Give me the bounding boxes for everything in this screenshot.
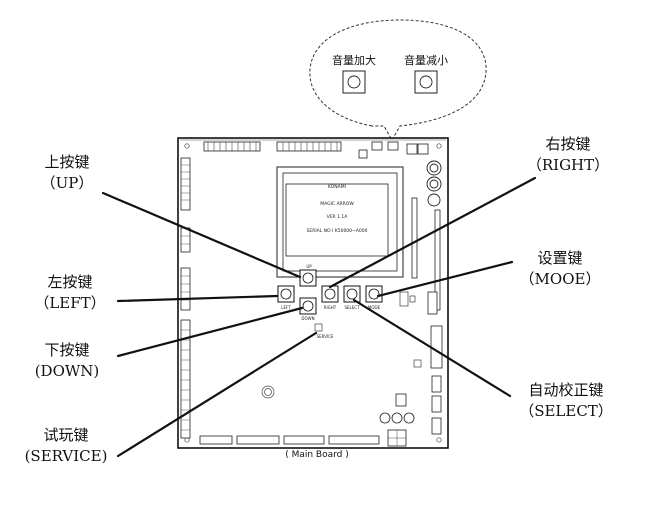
- callout-down-cn: 下按键: [44, 341, 90, 359]
- callout-left: 左按键 （LEFT）: [22, 272, 118, 314]
- leader-up: [101, 191, 302, 279]
- board-caption: ( Main Board ): [285, 450, 349, 460]
- callout-up-en: （UP）: [40, 174, 94, 192]
- board-button-down: [299, 297, 317, 315]
- callout-select-cn: 自动校正键: [528, 381, 604, 399]
- callout-select-en: （SELECT）: [519, 402, 613, 420]
- board-button-mode: [365, 285, 383, 303]
- lcd-line-2: MAGIC ARROW: [320, 201, 354, 207]
- callout-right: 右按键 （RIGHT）: [518, 134, 618, 176]
- volume-bubble: [309, 19, 487, 142]
- board-label-left: LEFT: [281, 305, 291, 310]
- bottom-connectors: [199, 429, 407, 447]
- callout-up: 上按键 （UP）: [22, 152, 112, 194]
- volume-up-switch: [342, 70, 366, 94]
- board-button-select: [343, 285, 361, 303]
- volume-down-switch: [414, 70, 438, 94]
- board-label-right: RIGHT: [324, 305, 337, 310]
- callout-down: 下按键 (DOWN): [22, 340, 112, 382]
- lcd-line-4: SERIAL NO I K50000~A000: [307, 228, 368, 234]
- leader-down: [116, 306, 304, 358]
- left-connectors: [180, 157, 191, 439]
- callout-select: 自动校正键 （SELECT）: [510, 380, 622, 422]
- leader-right: [328, 176, 537, 289]
- callout-right-cn: 右按键: [545, 135, 591, 153]
- callout-service-cn: 试玩键: [43, 426, 89, 444]
- lcd-line-3: VER 1.1A: [327, 214, 349, 220]
- leader-select: [352, 298, 512, 398]
- board-label-service: SERVICE: [317, 334, 334, 339]
- leader-service: [116, 331, 318, 458]
- callout-mode: 设置键 （MOOE）: [510, 248, 610, 290]
- callout-left-en: （LEFT）: [34, 294, 106, 312]
- board-label-up: UP: [306, 264, 312, 269]
- callout-down-en: (DOWN): [34, 362, 100, 380]
- lcd-line-1: KONAMI: [328, 184, 346, 190]
- leader-lines: [101, 176, 537, 458]
- callout-service-en: (SERVICE): [24, 447, 108, 465]
- callout-right-en: （RIGHT）: [526, 156, 610, 174]
- volume-up-label: 音量加大: [332, 54, 376, 67]
- callout-mode-cn: 设置键: [537, 249, 583, 267]
- board-label-select: SELECT: [344, 305, 360, 310]
- board-label-down: DOWN: [301, 316, 314, 321]
- board-button-left: [277, 285, 295, 303]
- leader-left: [116, 294, 279, 303]
- bottom-capacitors: [379, 412, 415, 424]
- board-button-right: [321, 285, 339, 303]
- callout-up-cn: 上按键: [44, 153, 90, 171]
- capacitors: [426, 160, 442, 207]
- leader-mode: [376, 260, 514, 298]
- lcd-module: [276, 166, 404, 278]
- callout-left-cn: 左按键: [47, 273, 93, 291]
- right-connectors: [395, 197, 443, 435]
- board-button-up: [299, 269, 317, 287]
- volume-down-label: 音量减小: [404, 54, 448, 67]
- callout-mode-en: （MOOE）: [519, 270, 601, 288]
- callout-service: 试玩键 (SERVICE): [14, 425, 118, 467]
- board-label-mode: MODE: [368, 305, 381, 310]
